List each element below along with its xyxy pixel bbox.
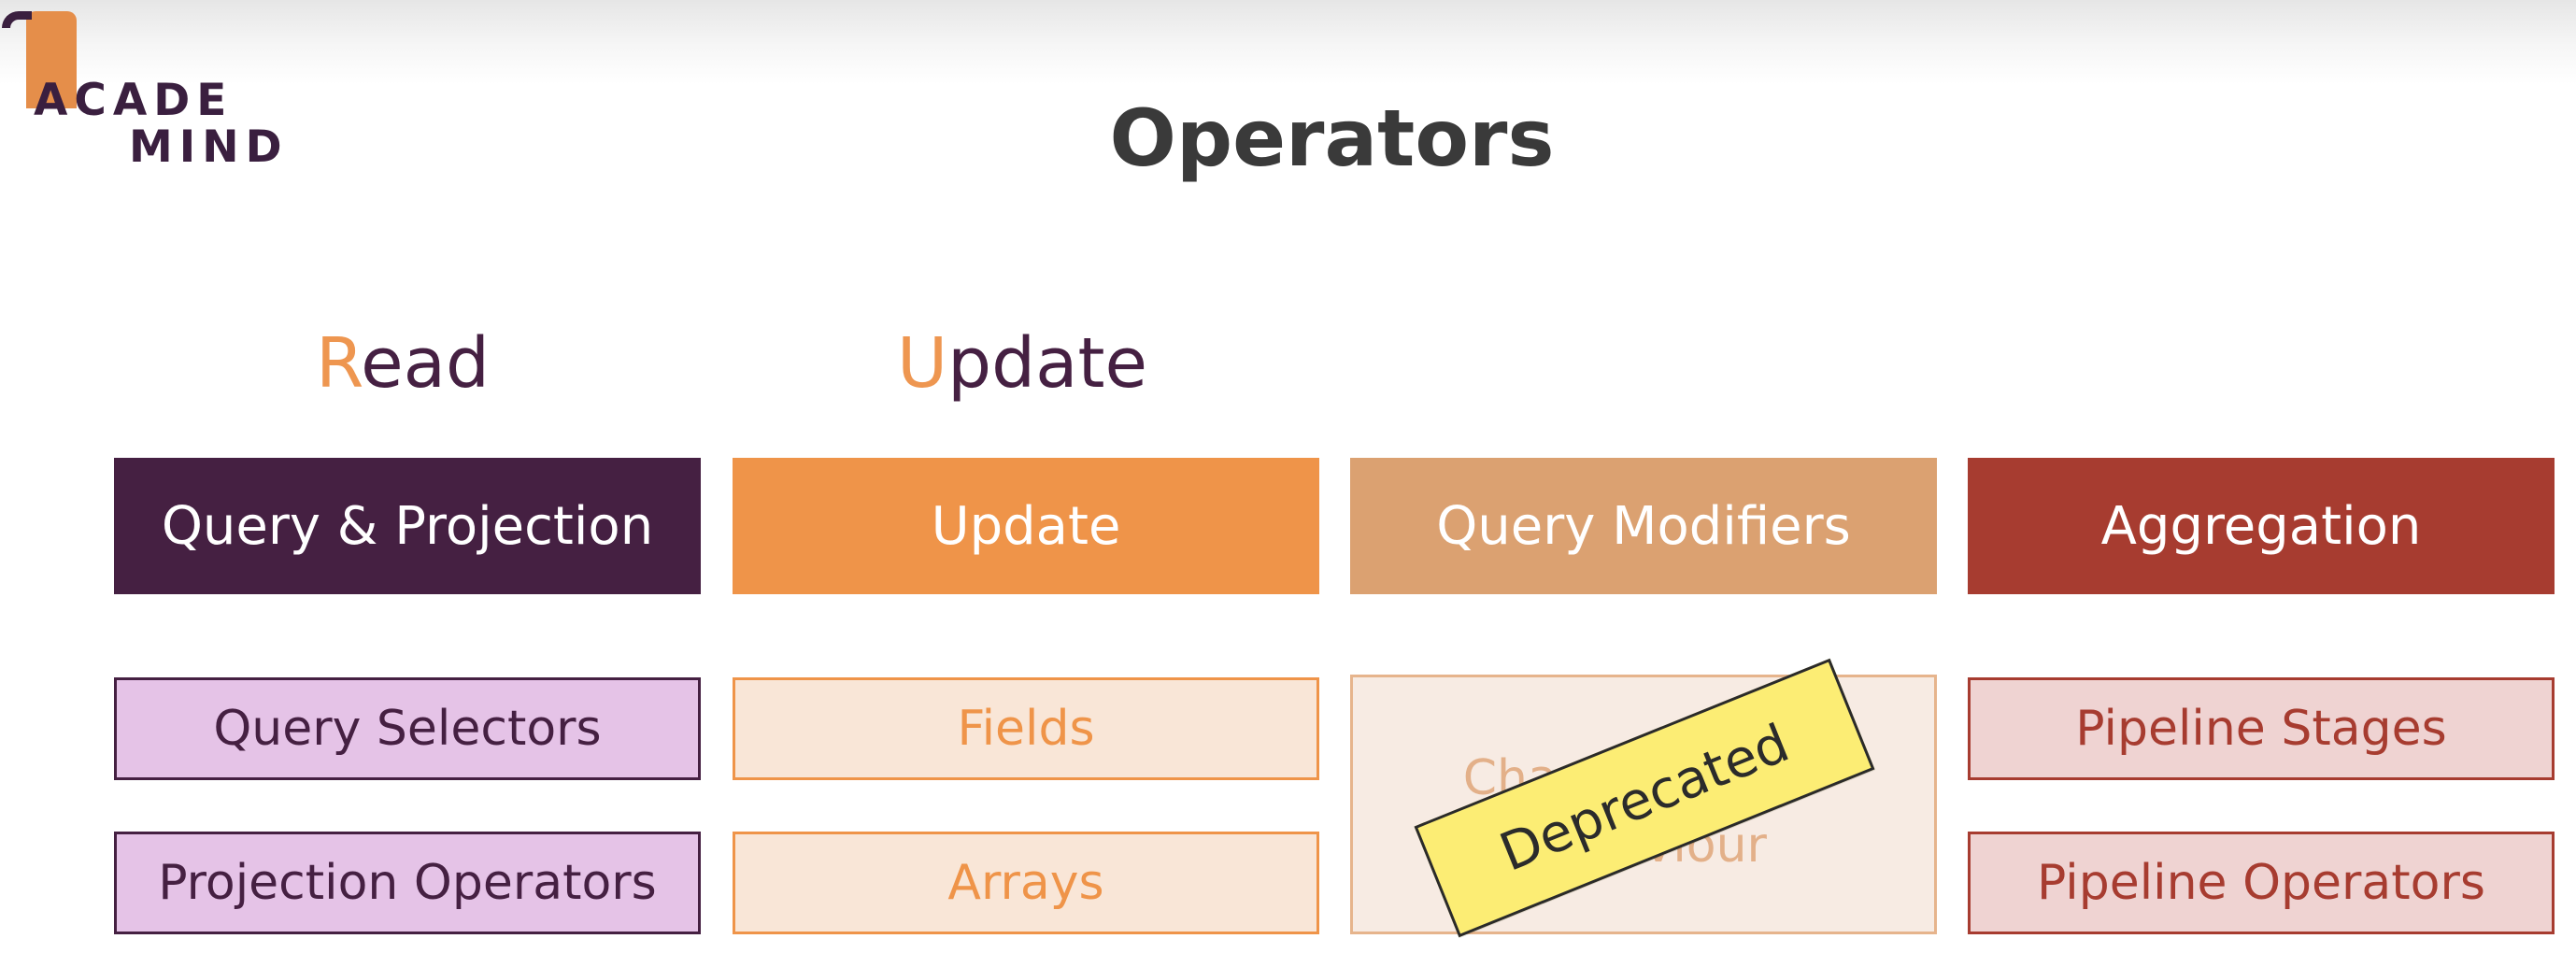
logo-flag-icon [26, 11, 77, 108]
category-aggregation: Aggregation [1968, 458, 2555, 594]
logo-line-1: ACADE [34, 75, 234, 126]
update-heading-initial: U [897, 323, 948, 404]
query-selectors-box: Query Selectors [114, 677, 701, 780]
page-title: Operators [1109, 92, 1555, 184]
fields-box: Fields [733, 677, 1319, 780]
read-heading-initial: R [316, 323, 362, 404]
logo-curl-icon [2, 11, 32, 28]
category-query-projection: Query & Projection [114, 458, 701, 594]
projection-operators-box: Projection Operators [114, 832, 701, 934]
read-heading: Read [316, 329, 490, 398]
arrays-box: Arrays [733, 832, 1319, 934]
update-heading-rest: pdate [947, 323, 1148, 404]
category-query-modifiers: Query Modifiers [1350, 458, 1937, 594]
logo-line-2: MIND [129, 121, 289, 173]
top-shade [0, 0, 2576, 84]
pipeline-stages-box: Pipeline Stages [1968, 677, 2555, 780]
category-update: Update [733, 458, 1319, 594]
pipeline-operators-box: Pipeline Operators [1968, 832, 2555, 934]
read-heading-rest: ead [361, 323, 490, 404]
academind-logo: ACADE MIND [0, 7, 282, 176]
update-heading: Update [897, 329, 1147, 398]
